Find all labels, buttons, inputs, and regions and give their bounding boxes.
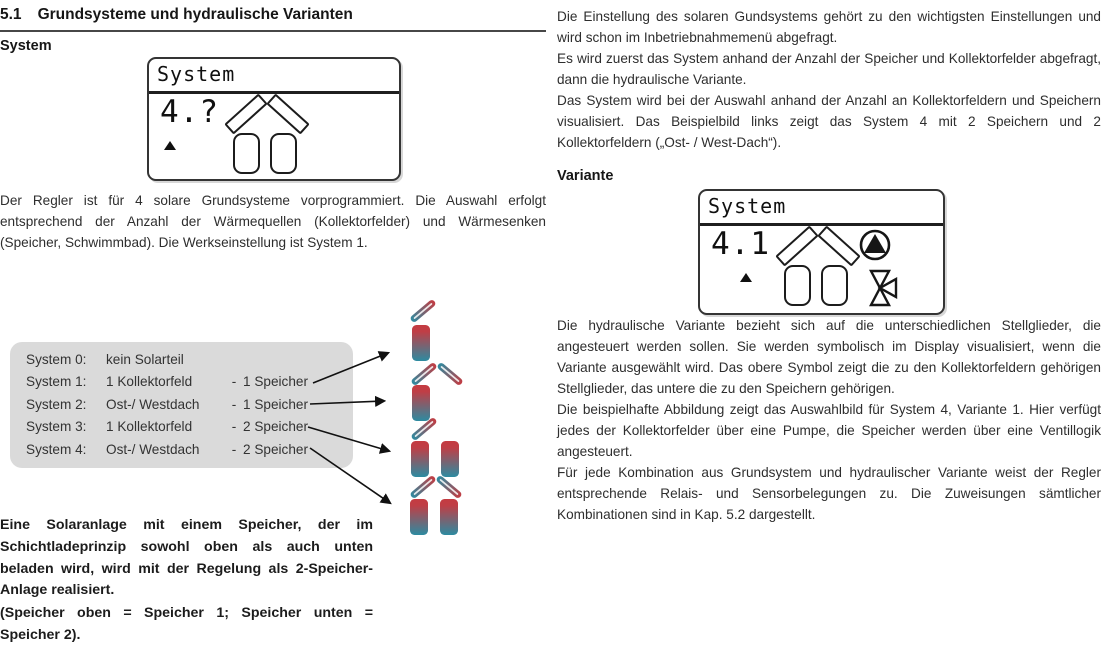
- heat-sink: 2 Speicher: [243, 441, 308, 457]
- storage-tank-icon: [233, 133, 260, 174]
- collector-field-icon: [224, 93, 268, 135]
- system-1-icon-group: [408, 297, 438, 361]
- dash: -: [231, 419, 237, 435]
- variante-display: System 4.1: [698, 189, 945, 315]
- display-title: System: [700, 191, 943, 226]
- storage-tank-icon: [410, 499, 428, 535]
- collector-field-icon: [775, 225, 819, 267]
- storage-tank-icon: [440, 499, 458, 535]
- storage-tank-icon: [821, 265, 848, 306]
- section-heading: 5.1 Grundsysteme und hydraulische Variant…: [0, 6, 546, 32]
- intro-paragraph: Der Regler ist für 4 solare Grundsysteme…: [0, 193, 546, 250]
- system-2-icon-group: [409, 360, 465, 421]
- system-variants-figure: [307, 297, 465, 535]
- display-body: 4.?: [149, 93, 399, 179]
- storage-tank-icon: [784, 265, 811, 306]
- paragraph: Für jede Kombination aus Grundsystem und…: [557, 465, 1101, 522]
- dash: -: [231, 374, 237, 390]
- arrow: [309, 447, 392, 505]
- paragraph: Die hydraulische Variante bezieht sich a…: [557, 318, 1101, 396]
- actuator-icons: [859, 229, 898, 307]
- note-paragraph: Eine Solaranlage mit einem Speicher, der…: [0, 517, 373, 599]
- collector-icon: [435, 360, 465, 388]
- valve-icon: [869, 269, 898, 307]
- collector-icon: [434, 473, 464, 501]
- storage-tank-icon: [412, 325, 430, 361]
- table-row: System 3: 1 Kollektorfeld - 2 Speicher: [26, 416, 353, 438]
- section-number: 5.1: [0, 6, 22, 23]
- arrow: [307, 426, 392, 454]
- system-display: System 4.?: [147, 57, 401, 181]
- system-id: System 0:: [26, 352, 87, 367]
- table-row: System 4: Ost-/ Westdach - 2 Speicher: [26, 439, 353, 461]
- display-body: 4.1: [700, 225, 943, 313]
- arrow: [312, 351, 391, 384]
- selection-cursor-icon: [740, 273, 752, 282]
- system-id: System 1:: [26, 374, 87, 390]
- heat-sink: 2 Speicher: [243, 419, 308, 435]
- section-title: Grundsysteme und hydraulische Varianten: [37, 6, 353, 23]
- collector-field-icon: [266, 93, 310, 135]
- system-id: System 4:: [26, 441, 87, 457]
- table-row: System 2: Ost-/ Westdach - 1 Speicher: [26, 394, 353, 416]
- system-table: System 0: kein Solarteil System 1: 1 Kol…: [10, 342, 353, 468]
- collector-icon: [409, 360, 439, 388]
- system-variant-value: 4.1: [711, 226, 770, 262]
- heat-source: 1 Kollektorfeld: [106, 374, 193, 390]
- paragraph: Das System wird bei der Auswahl anhand d…: [557, 93, 1101, 150]
- table-row: System 1: 1 Kollektorfeld - 1 Speicher: [26, 371, 353, 393]
- system-id: System 2:: [26, 396, 87, 412]
- storage-tank-icon: [441, 441, 459, 477]
- paragraph: Die Einstellung des solaren Gundsystems …: [557, 9, 1101, 45]
- system-subheading: System: [0, 38, 52, 54]
- heat-sink: 1 Speicher: [243, 374, 308, 390]
- paragraph: Die beispielhafte Abbildung zeigt das Au…: [557, 402, 1101, 459]
- heat-source: kein Solarteil: [106, 352, 184, 367]
- system-id: System 3:: [26, 419, 87, 435]
- right-column: Die Einstellung des solaren Gundsystems …: [557, 6, 1101, 525]
- paragraph: Es wird zuerst das System anhand der Anz…: [557, 51, 1101, 87]
- system-number-value: 4.?: [160, 94, 219, 130]
- system-3-icon-group: [409, 415, 459, 477]
- pump-icon: [859, 229, 891, 261]
- storage-tank-icon: [411, 441, 429, 477]
- heat-source: Ost-/ Westdach: [106, 396, 200, 412]
- storage-tank-icon: [270, 133, 297, 174]
- dash: [225, 349, 243, 371]
- variante-subheading: Variante: [557, 168, 614, 184]
- heat-sink: 1 Speicher: [243, 396, 308, 412]
- heat-source: Ost-/ Westdach: [106, 441, 200, 457]
- heat-source: 1 Kollektorfeld: [106, 419, 193, 435]
- table-row: System 0: kein Solarteil: [26, 349, 353, 371]
- note-paragraph: (Speicher oben = Speicher 1; Speicher un…: [0, 605, 373, 643]
- bold-note-block: Eine Solaranlage mit einem Speicher, der…: [0, 515, 373, 647]
- dash: -: [231, 396, 237, 412]
- collector-icon: [408, 297, 438, 325]
- storage-tank-icon: [412, 385, 430, 421]
- selection-cursor-icon: [164, 141, 176, 150]
- dash: -: [231, 441, 237, 457]
- arrow: [309, 395, 387, 407]
- display-title: System: [149, 59, 399, 94]
- collector-icon: [408, 473, 438, 501]
- system-4-icon-group: [408, 473, 464, 535]
